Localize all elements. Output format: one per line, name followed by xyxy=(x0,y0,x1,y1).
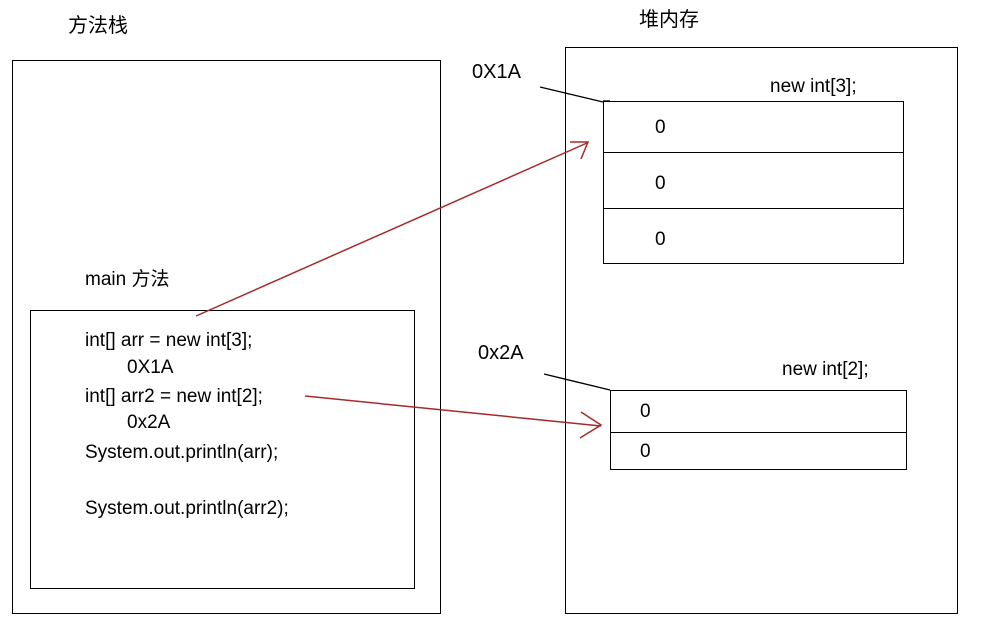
code-line-1: int[] arr = new int[3]; xyxy=(85,330,253,351)
heap-array-box-1 xyxy=(603,101,904,264)
heap-array-2-cell-0: 0 xyxy=(640,401,651,422)
heap-address-label-1: 0X1A xyxy=(472,61,521,83)
code-line-2: int[] arr2 = new int[2]; xyxy=(85,386,263,407)
stack-title: 方法栈 xyxy=(68,15,128,37)
stack-outer-box xyxy=(12,60,441,614)
code-line-4: System.out.println(arr2); xyxy=(85,498,289,519)
heap-array-1-divider-2 xyxy=(603,208,904,209)
main-method-label: main 方法 xyxy=(85,269,170,290)
heap-array-2-divider-1 xyxy=(610,432,907,433)
heap-object-label-1: new int[3]; xyxy=(770,76,857,97)
heap-object-label-2: new int[2]; xyxy=(782,359,869,380)
heap-array-box-2 xyxy=(610,390,907,470)
code-line-3: System.out.println(arr); xyxy=(85,442,279,463)
heap-address-label-2: 0x2A xyxy=(478,342,524,364)
code-line-addr-2: 0x2A xyxy=(127,412,171,433)
heap-title: 堆内存 xyxy=(639,9,699,31)
heap-outer-box xyxy=(565,47,958,614)
heap-array-2-cell-1: 0 xyxy=(640,441,651,462)
heap-array-1-cell-0: 0 xyxy=(655,117,666,138)
heap-array-1-cell-1: 0 xyxy=(655,173,666,194)
code-line-addr-1: 0X1A xyxy=(127,357,174,378)
heap-array-1-divider-1 xyxy=(603,152,904,153)
heap-array-1-cell-2: 0 xyxy=(655,229,666,250)
